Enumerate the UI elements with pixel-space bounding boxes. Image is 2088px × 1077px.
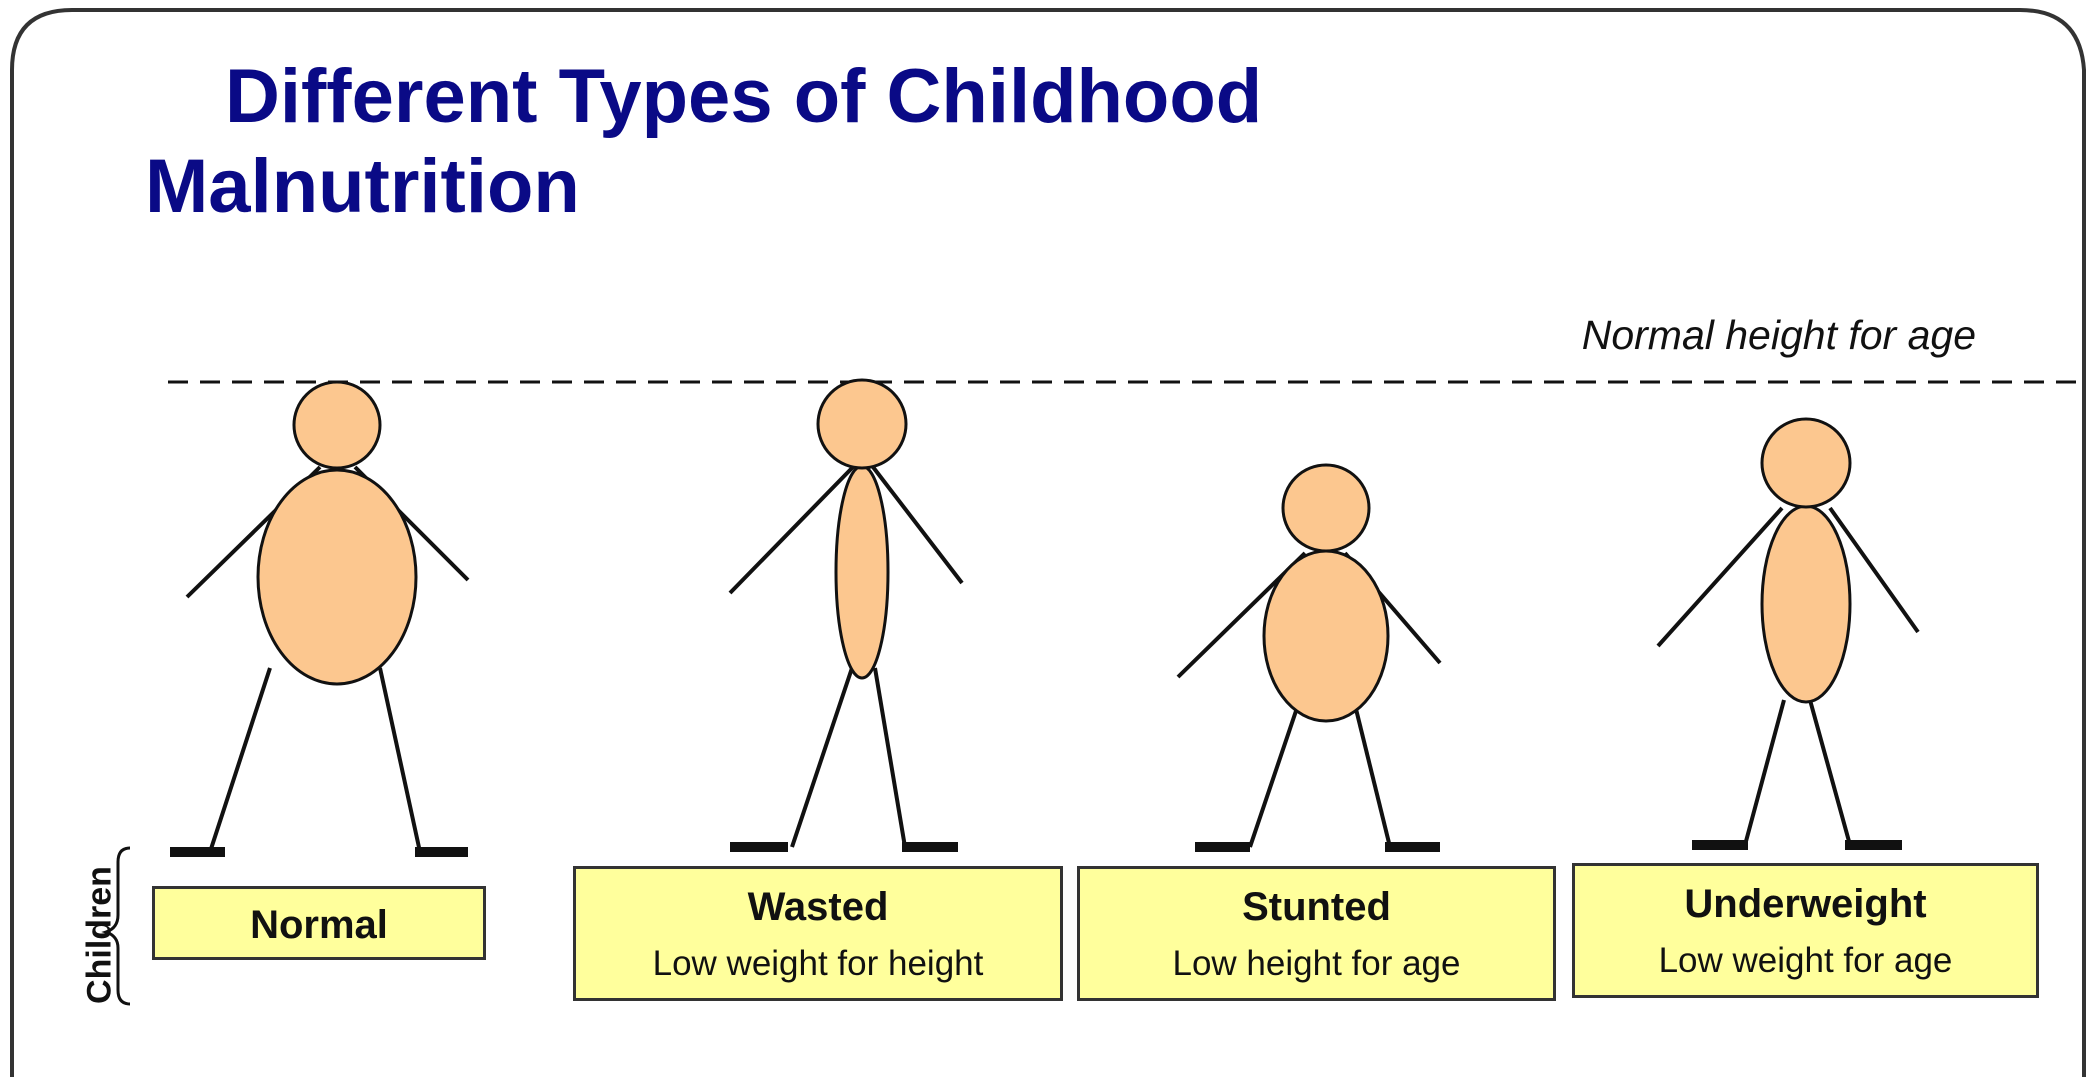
body-wasted <box>836 466 888 678</box>
normal-height-label: Normal height for age <box>1582 312 1976 359</box>
label-box-stunted: Stunted Low height for age <box>1077 866 1556 1001</box>
category-description: Low height for age <box>1080 944 1553 984</box>
label-box-normal: Normal <box>152 886 486 960</box>
head-normal <box>294 382 380 468</box>
category-name: Underweight <box>1575 882 2036 927</box>
head-underweight <box>1762 419 1850 507</box>
category-name: Wasted <box>576 885 1060 930</box>
body-underweight <box>1762 506 1850 702</box>
head-wasted <box>818 380 906 468</box>
head-stunted <box>1283 465 1369 551</box>
title-line-1: Different Types of Childhood <box>145 52 1262 142</box>
children-label: Children <box>81 866 120 1004</box>
label-box-wasted: Wasted Low weight for height <box>573 866 1063 1001</box>
category-description: Low weight for age <box>1575 941 2036 981</box>
figure-wasted <box>730 380 962 847</box>
figure-underweight <box>1658 419 1918 845</box>
label-box-underweight: Underweight Low weight for age <box>1572 863 2039 998</box>
category-name: Stunted <box>1080 885 1553 930</box>
body-normal <box>258 470 416 684</box>
category-name: Normal <box>155 889 483 961</box>
category-description: Low weight for height <box>576 944 1060 984</box>
page-title: Different Types of Childhood Malnutritio… <box>145 52 1262 232</box>
body-stunted <box>1264 551 1388 721</box>
figure-normal <box>170 382 468 852</box>
title-line-2: Malnutrition <box>145 142 1262 232</box>
figure-stunted <box>1178 465 1440 847</box>
